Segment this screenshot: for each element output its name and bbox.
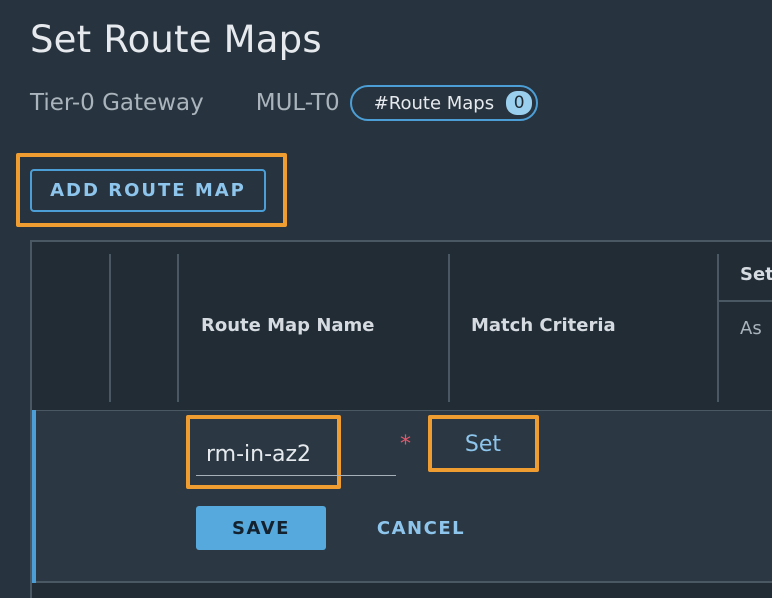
route-maps-badge[interactable]: #Route Maps 0 xyxy=(349,85,539,121)
add-route-map-button[interactable]: ADD ROUTE MAP xyxy=(30,169,266,212)
column-divider xyxy=(177,254,179,402)
cancel-button[interactable]: CANCEL xyxy=(376,517,466,539)
gateway-type-label: Tier-0 Gateway xyxy=(30,90,204,116)
column-header-match-criteria: Match Criteria xyxy=(471,315,616,336)
route-map-name-input[interactable] xyxy=(196,434,396,476)
column-header-set: Set xyxy=(740,264,772,285)
edit-row-accent xyxy=(32,410,36,583)
add-route-map-highlight xyxy=(16,153,287,227)
column-header-route-map-name: Route Map Name xyxy=(201,315,375,336)
set-link-highlight xyxy=(428,415,539,472)
route-maps-badge-label: #Route Maps xyxy=(373,92,495,114)
column-divider xyxy=(448,254,450,402)
gateway-name: MUL-T0 xyxy=(255,90,340,116)
required-indicator: * xyxy=(400,432,411,457)
column-subheader-as: As xyxy=(740,318,762,339)
set-criteria-link[interactable]: Set xyxy=(464,431,502,457)
column-divider xyxy=(109,254,111,402)
gateway-info: Tier-0 Gateway MUL-T0 #Route Maps 0 xyxy=(30,84,539,122)
column-divider xyxy=(717,254,719,402)
page-title: Set Route Maps xyxy=(30,18,322,61)
save-button[interactable]: SAVE xyxy=(196,506,326,550)
set-header-divider xyxy=(719,300,772,302)
route-maps-count: 0 xyxy=(506,91,533,115)
edit-row xyxy=(32,410,772,583)
